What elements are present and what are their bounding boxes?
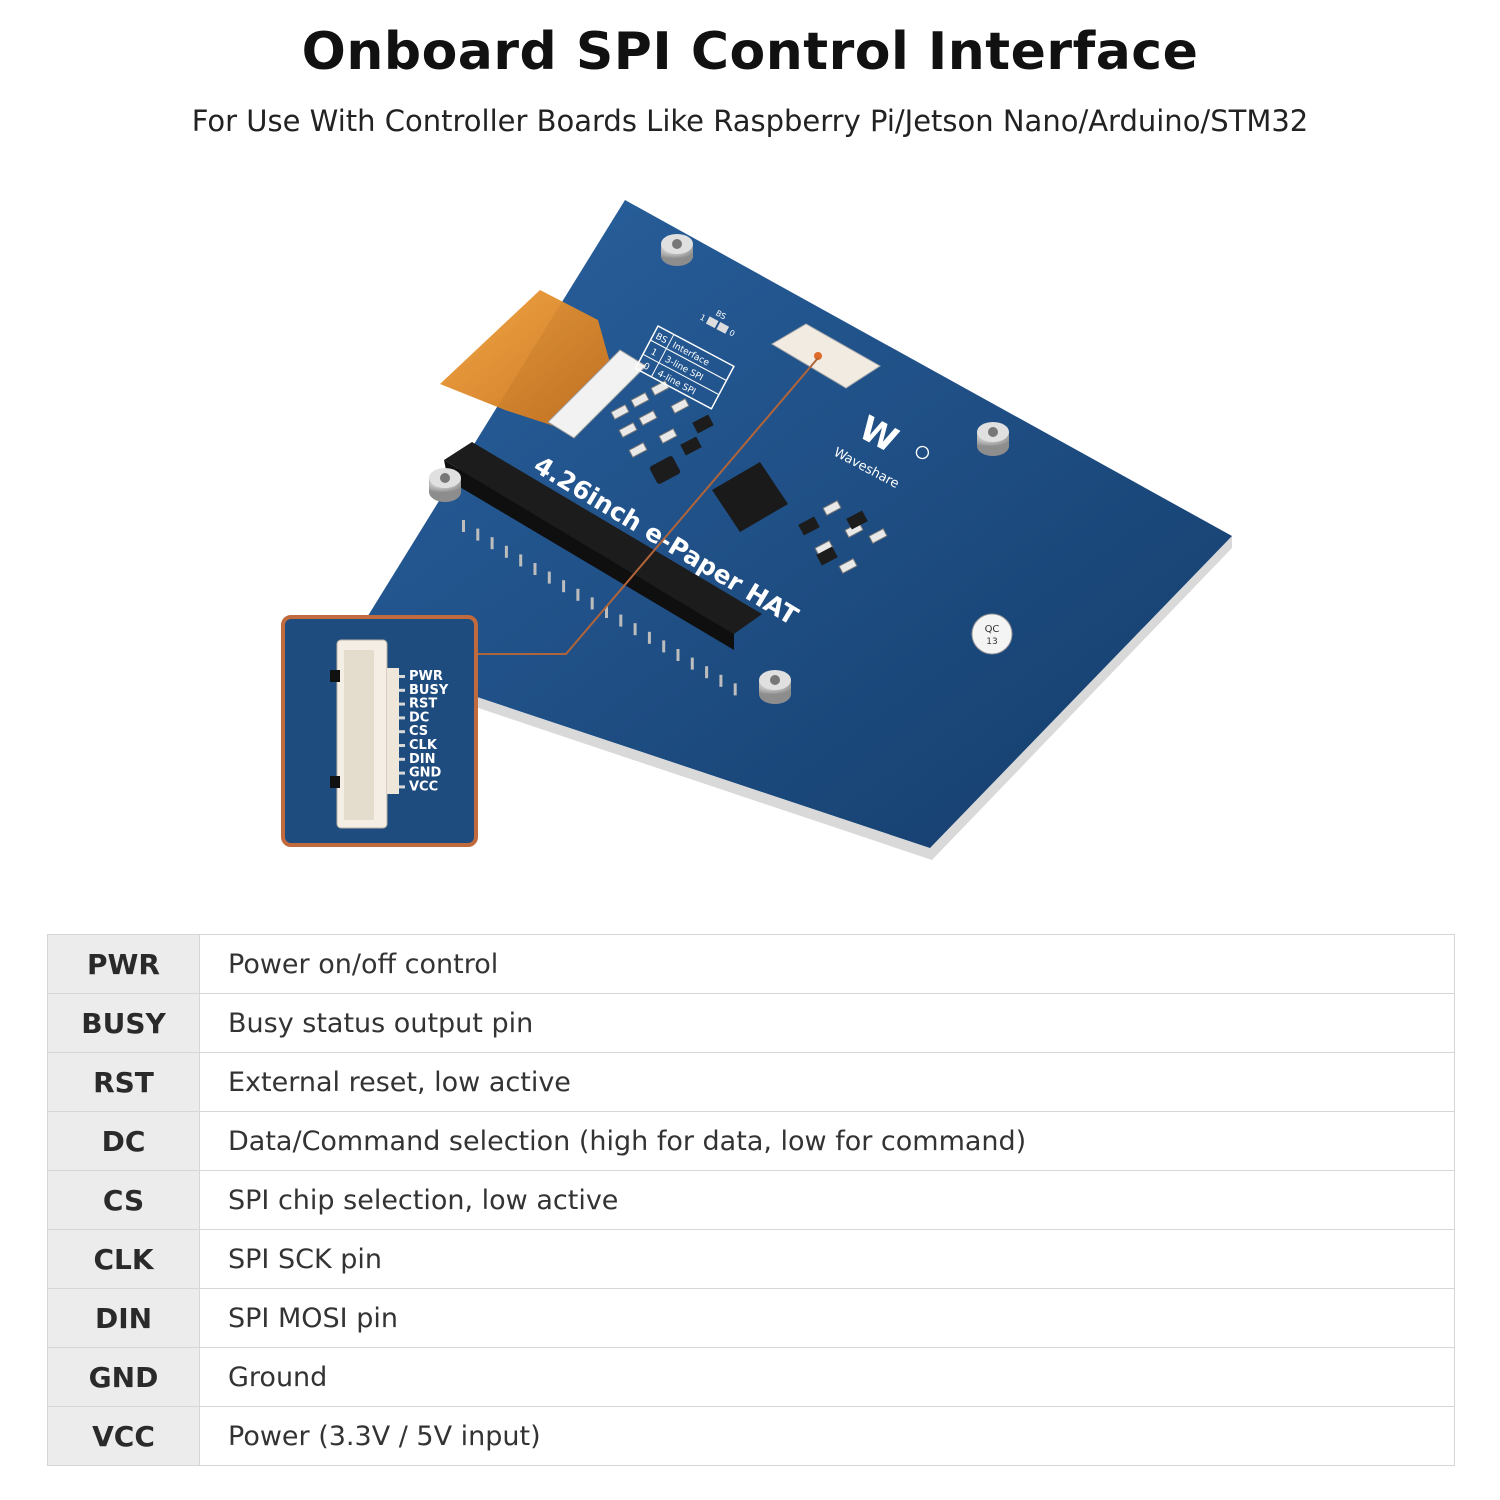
callout-pin-label: DC xyxy=(409,710,429,725)
bs-row1-value: 1 xyxy=(649,347,659,359)
callout-pin-lead xyxy=(399,730,405,734)
callout-pin-lead xyxy=(399,771,405,775)
pin-name: DC xyxy=(47,1111,200,1171)
header-pin xyxy=(662,640,666,653)
header-pin xyxy=(719,674,723,687)
standoff xyxy=(661,234,693,266)
pin-name: VCC xyxy=(47,1406,200,1466)
registered-icon xyxy=(915,445,930,460)
header-pin xyxy=(605,606,608,618)
fpc-connector xyxy=(547,349,647,439)
qc-sticker: QC 13 xyxy=(971,613,1013,655)
header-pin xyxy=(690,657,694,670)
callout-pin-label: BUSY xyxy=(409,683,449,698)
header-pin xyxy=(519,554,523,567)
bs-switch-right: 0 xyxy=(728,328,737,338)
callout-pin-label: GND xyxy=(409,766,442,781)
qc-number: 13 xyxy=(986,637,997,647)
pin-description: Data/Command selection (high for data, l… xyxy=(199,1111,1455,1171)
connector-marker xyxy=(814,352,822,360)
board-connector xyxy=(771,323,881,389)
header-pin xyxy=(647,631,651,644)
standoff xyxy=(759,670,791,704)
bs-switch: 1 BS 0 xyxy=(698,309,737,339)
callout-pin-lead xyxy=(399,716,405,720)
driver-ic xyxy=(712,462,788,532)
bs-header-bs: BS xyxy=(654,332,669,346)
standoff xyxy=(429,468,461,502)
callout-pin-lead xyxy=(399,757,405,761)
smd-components xyxy=(610,380,888,574)
header-pin xyxy=(462,520,465,532)
pcb xyxy=(345,200,1232,848)
callout-pin-label: RST xyxy=(409,697,437,712)
callout-pin-label: DIN xyxy=(409,752,436,767)
fpc-cable xyxy=(440,290,612,428)
callout-pin-lead xyxy=(399,688,405,692)
transistors xyxy=(649,414,868,566)
callout-pin-label: CLK xyxy=(409,738,438,753)
pin-name: CS xyxy=(47,1170,200,1230)
gpio-header xyxy=(444,442,762,634)
callout-pin-label: VCC xyxy=(409,779,438,794)
pin-description: Power on/off control xyxy=(199,934,1455,994)
callout-pin-lead xyxy=(399,744,405,747)
pin-description: Power (3.3V / 5V input) xyxy=(199,1406,1455,1466)
bs-switch-label: BS xyxy=(714,309,727,322)
header-pin xyxy=(705,666,709,679)
header-pin xyxy=(590,597,594,610)
pin-description: Ground xyxy=(199,1347,1455,1407)
pin-name: GND xyxy=(47,1347,200,1407)
pin-name: RST xyxy=(47,1052,200,1112)
callout-pin-lead xyxy=(399,785,405,789)
header-pin xyxy=(490,537,494,550)
board-illustration: BS Interface 1 3-line SPI 0 4-line SPI 1… xyxy=(281,200,1232,860)
bs-row2-value: 0 xyxy=(641,361,651,373)
header-pin xyxy=(733,683,737,696)
header-pin xyxy=(476,528,480,541)
header-pin xyxy=(576,588,580,601)
callout-pin-label: PWR xyxy=(409,669,443,684)
header-pin xyxy=(547,571,551,584)
page-title: Onboard SPI Control Interface xyxy=(301,22,1199,82)
callout-pin-label: CS xyxy=(409,724,428,739)
callout-pin-lead xyxy=(399,675,405,678)
qc-label: QC xyxy=(985,624,1000,635)
pin-name: DIN xyxy=(47,1288,200,1348)
header-pin xyxy=(562,580,566,593)
header-pin xyxy=(504,545,508,558)
pin-description: SPI MOSI pin xyxy=(199,1288,1455,1348)
pin-description: External reset, low active xyxy=(199,1052,1455,1112)
pin-description: Busy status output pin xyxy=(199,993,1455,1053)
callout-pin-lead xyxy=(399,702,405,706)
gpio-header-pins xyxy=(462,520,737,696)
pin-name: BUSY xyxy=(47,993,200,1053)
pin-name: PWR xyxy=(47,934,200,994)
pin-description: SPI SCK pin xyxy=(199,1229,1455,1289)
header-pin xyxy=(633,623,637,636)
pin-description: SPI chip selection, low active xyxy=(199,1170,1455,1230)
gpio-header-side xyxy=(444,460,734,650)
header-pin xyxy=(533,563,537,575)
bs-switch-left: 1 xyxy=(698,313,707,323)
pin-name: CLK xyxy=(47,1229,200,1289)
callout-line xyxy=(478,357,819,655)
header-pin xyxy=(619,614,623,627)
header-pin xyxy=(676,649,680,661)
board-figure: BS Interface 1 3-line SPI 0 4-line SPI 1… xyxy=(0,170,1500,890)
standoff xyxy=(977,422,1009,456)
page-subtitle: For Use With Controller Boards Like Rasp… xyxy=(191,104,1309,138)
